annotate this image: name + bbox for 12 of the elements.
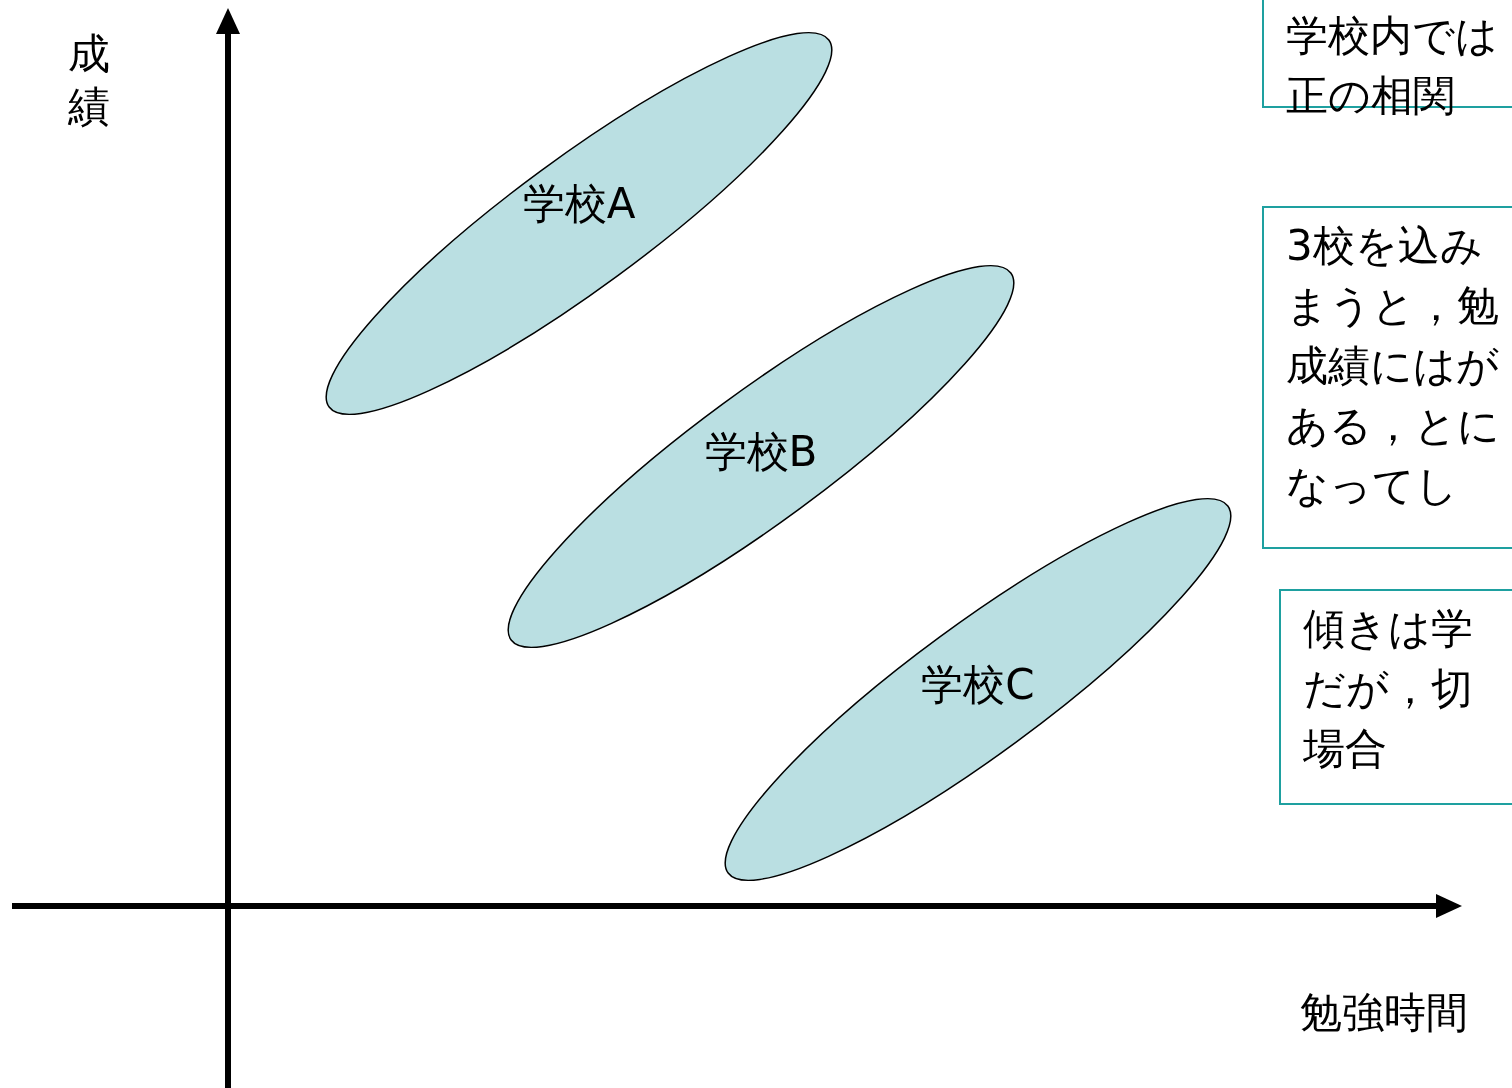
note-text: 3校を込みまうと，勉成績にはがある，とになってし <box>1286 220 1501 512</box>
cluster-ellipse <box>326 32 832 415</box>
cluster-ellipse <box>725 498 1231 881</box>
axis-label: 勉強時間 <box>1300 988 1468 1039</box>
note-box <box>1262 206 1512 549</box>
cluster-ellipse <box>508 265 1014 648</box>
note-text: 傾きは学だが，切場合 <box>1303 603 1474 775</box>
note-box <box>1279 589 1512 805</box>
axis-label: 成績 <box>68 28 110 133</box>
ellipse-label: 学校B <box>704 425 818 478</box>
ellipse-label: 学校A <box>522 177 636 230</box>
ellipse-label: 学校C <box>921 658 1035 711</box>
